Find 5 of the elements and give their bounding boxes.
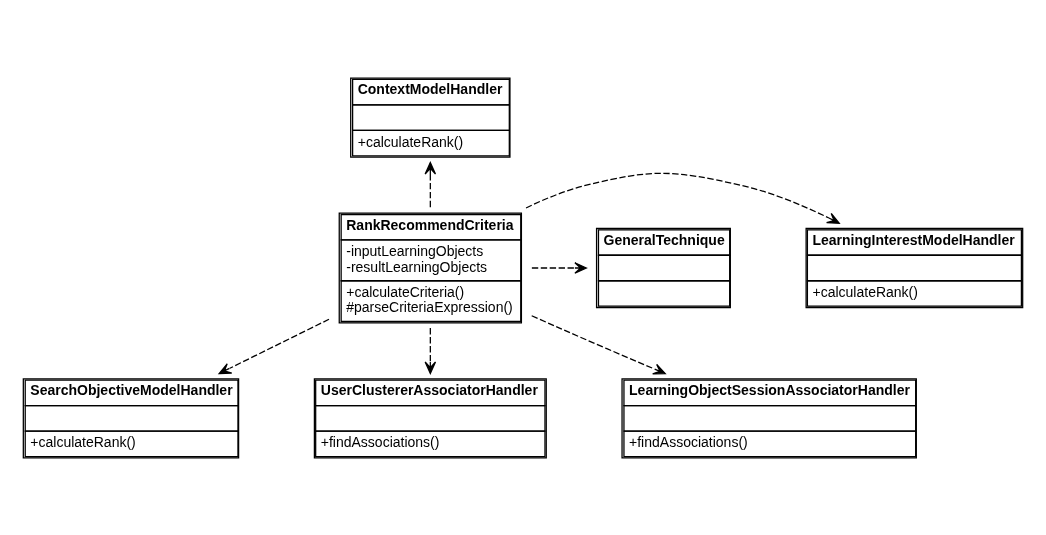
arrow (531, 261, 587, 274)
arrow (218, 318, 330, 374)
arrow (424, 326, 437, 374)
arrow (424, 161, 437, 208)
arrow (525, 172, 840, 224)
